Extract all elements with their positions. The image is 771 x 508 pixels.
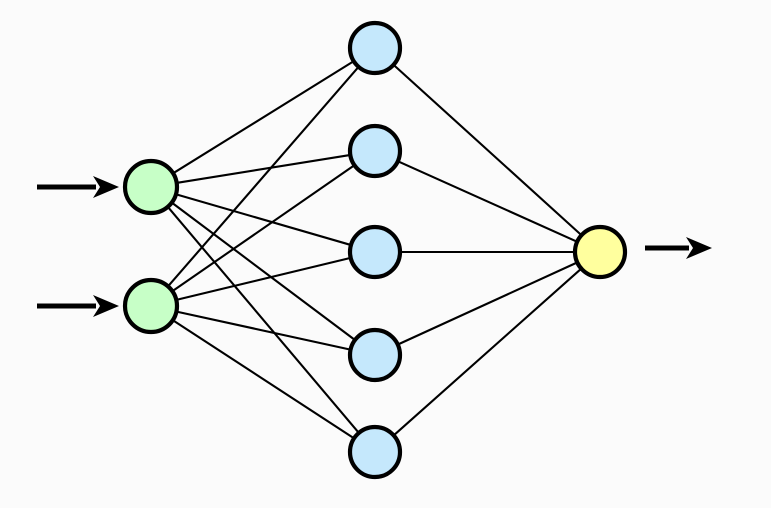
- node-circle-hidden-1[interactable]: [347, 20, 403, 76]
- connection-edge: [391, 266, 584, 438]
- connection-edge: [166, 205, 361, 435]
- connection-edge: [391, 63, 584, 237]
- connection-edge: [170, 318, 356, 440]
- output-arrow-1-head: [686, 237, 712, 259]
- node-circle-hidden-2[interactable]: [347, 123, 403, 179]
- connection-edge: [174, 256, 353, 302]
- node-circle-hidden-5[interactable]: [347, 424, 403, 480]
- connection-edge: [170, 163, 357, 293]
- node-input-2[interactable]: [122, 277, 180, 335]
- node-circle-output-1[interactable]: [572, 224, 628, 280]
- node-circle-input-2[interactable]: [122, 277, 180, 335]
- connection-edge: [174, 310, 353, 351]
- arrow-group: [37, 176, 712, 317]
- layer-output-layer: [572, 224, 628, 280]
- input-arrow-2-head: [93, 295, 119, 317]
- layer-input-layer: [122, 158, 180, 335]
- connection-edge: [395, 159, 580, 244]
- node-hidden-1[interactable]: [347, 20, 403, 76]
- node-circle-hidden-3[interactable]: [347, 224, 403, 280]
- layer-hidden-layer: [347, 20, 403, 480]
- node-circle-input-1[interactable]: [122, 158, 180, 216]
- node-input-1[interactable]: [122, 158, 180, 216]
- connection-edge: [173, 192, 354, 247]
- edge-group: [166, 59, 584, 440]
- node-circle-hidden-4[interactable]: [347, 327, 403, 383]
- node-hidden-2[interactable]: [347, 123, 403, 179]
- node-output-1[interactable]: [572, 224, 628, 280]
- connection-edge: [174, 153, 353, 185]
- connection-edge: [166, 65, 361, 289]
- connection-edge: [169, 200, 357, 342]
- connection-edge: [171, 59, 356, 175]
- connection-edge: [395, 260, 580, 347]
- input-arrow-1-head: [93, 176, 119, 198]
- node-hidden-4[interactable]: [347, 327, 403, 383]
- node-hidden-3[interactable]: [347, 224, 403, 280]
- node-hidden-5[interactable]: [347, 424, 403, 480]
